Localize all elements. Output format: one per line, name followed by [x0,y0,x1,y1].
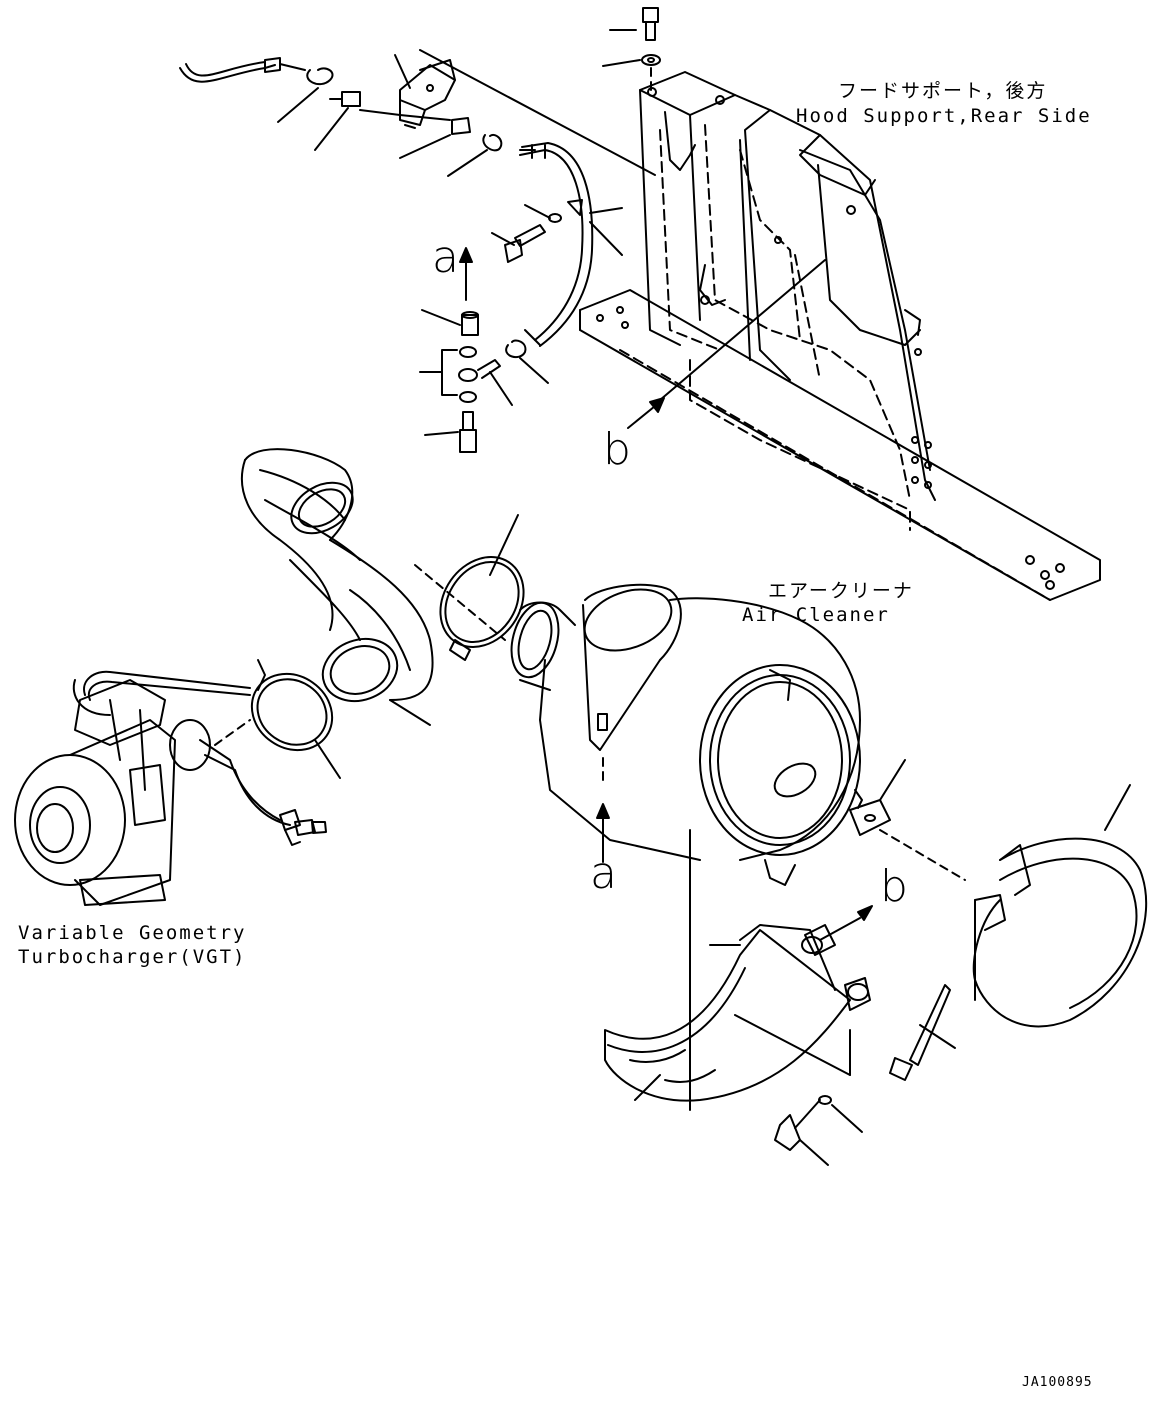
vgt-label-line2: Turbocharger(VGT) [18,946,247,968]
callout-a-top: a [432,232,459,283]
callout-b-frame: b [603,424,631,475]
air-cleaner-label-jp: エアークリーナ [768,580,914,602]
turbocharger-vgt [14,670,327,906]
hose-clamp-lower [214,659,341,779]
intake-elbow-hose [240,448,506,726]
mounting-strap [889,784,1148,1081]
callout-a-bottom: a [590,848,617,899]
hood-bolt-top [602,7,661,91]
air-cleaner-bracket [604,905,873,1166]
vgt-label-line1: Variable Geometry [18,922,247,944]
hood-support-frame [579,71,1101,601]
breather-hose-assembly [179,49,656,453]
drawing-code: JA100895 [1022,1375,1093,1390]
hood-support-label-en: Hood Support,Rear Side [796,105,1092,127]
callout-b-bracket: b [880,861,908,912]
air-cleaner-body [510,583,966,1111]
hood-support-label-jp: フードサポート，後方 [838,80,1048,102]
air-cleaner-label-en: Air Cleaner [742,604,890,626]
hose-clamp-upper [439,514,525,661]
